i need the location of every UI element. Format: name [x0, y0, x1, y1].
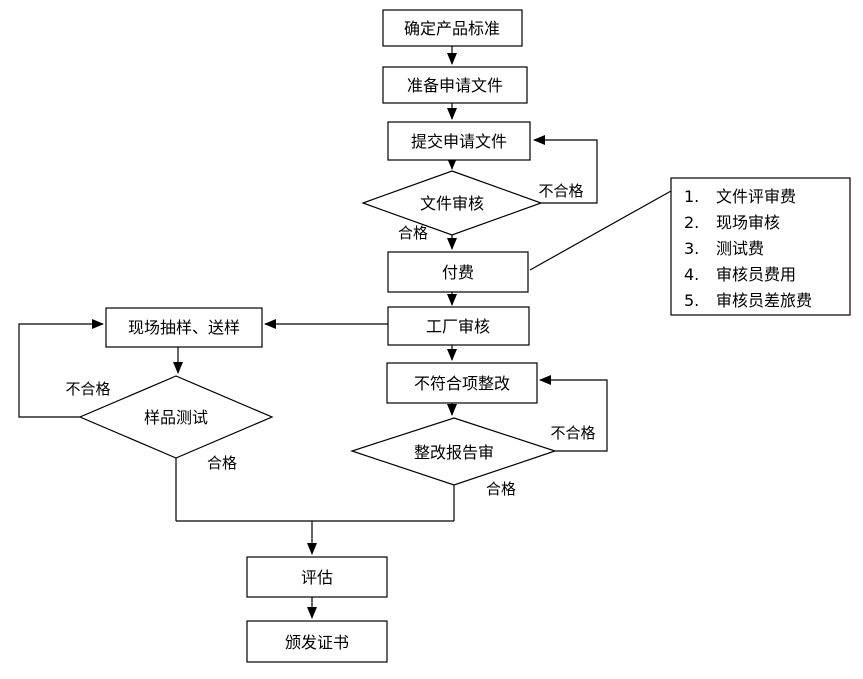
decision-rectification-report-review-diamond	[350, 417, 557, 486]
node-payment-box	[387, 251, 529, 293]
fee-item-5: 5. 审核员差旅费	[684, 291, 812, 310]
decision-sample-testing-diamond	[78, 375, 274, 459]
fee-list-box-border	[670, 177, 851, 316]
fee-list-box: 1. 文件评审费 2. 现场审核 3. 测试费 4. 审核员费用 5. 审核员差…	[670, 177, 851, 316]
node-determine-product-standard-label: 确定产品标准	[404, 19, 500, 38]
node-submit-application-documents-label: 提交申请文件	[411, 132, 507, 151]
decision-sample-testing: 样品测试	[78, 375, 274, 459]
fee-item-4: 4. 审核员费用	[684, 265, 796, 284]
fee-item-1-label: 文件评审费	[716, 187, 796, 206]
fee-item-3-label: 测试费	[716, 239, 764, 258]
decision-document-review: 文件审核	[361, 170, 543, 236]
fee-item-2: 2. 现场审核	[684, 213, 780, 232]
edge-testing-fail-loop	[18, 319, 104, 418]
node-issue-certificate-box	[246, 620, 388, 663]
label-sample-testing-fail: 不合格	[65, 380, 110, 398]
label-rectification-review-pass: 合格	[486, 480, 516, 498]
node-submit-application-documents-box	[387, 121, 531, 161]
node-payment-label: 付费	[442, 263, 474, 282]
node-issue-certificate: 颁发证书	[246, 620, 388, 663]
fee-item-2-number: 2.	[684, 213, 699, 232]
node-factory-audit-box	[387, 306, 530, 346]
node-evaluation: 评估	[246, 556, 388, 598]
fee-item-5-number: 5.	[684, 291, 699, 310]
node-onsite-sampling-delivery-label: 现场抽样、送样	[128, 318, 240, 337]
decision-document-review-diamond	[361, 170, 543, 236]
node-nonconformity-rectification: 不符合项整改	[386, 362, 538, 404]
node-submit-application-documents: 提交申请文件	[387, 121, 531, 161]
fee-item-3: 3. 测试费	[684, 239, 764, 258]
node-onsite-sampling-delivery: 现场抽样、送样	[105, 307, 263, 348]
fee-item-4-label: 审核员费用	[716, 265, 796, 284]
fee-item-1-number: 1.	[684, 187, 699, 206]
decision-rectification-report-review: 整改报告审	[350, 417, 557, 486]
edge-payment-fee-annotation	[529, 190, 672, 271]
edge-report-review-fail-loop	[539, 375, 608, 452]
edge-review-fail-loop	[533, 135, 598, 204]
node-nonconformity-rectification-label: 不符合项整改	[414, 374, 510, 393]
node-payment: 付费	[387, 251, 529, 293]
decision-document-review-label: 文件审核	[420, 194, 484, 213]
label-sample-testing-pass: 合格	[207, 454, 237, 472]
fee-item-2-label: 现场审核	[716, 213, 780, 232]
node-evaluation-label: 评估	[301, 568, 333, 587]
label-document-review-fail: 不合格	[538, 182, 583, 200]
node-nonconformity-rectification-box	[386, 362, 538, 404]
label-rectification-review-fail: 不合格	[550, 424, 595, 442]
fee-item-5-label: 审核员差旅费	[716, 291, 812, 310]
fee-item-1: 1. 文件评审费	[684, 187, 796, 206]
node-prepare-application-documents: 准备申请文件	[382, 66, 528, 104]
node-factory-audit-label: 工厂审核	[426, 317, 490, 336]
node-determine-product-standard-box	[382, 9, 523, 47]
fee-item-4-number: 4.	[684, 265, 699, 284]
node-issue-certificate-label: 颁发证书	[285, 633, 349, 652]
node-onsite-sampling-delivery-box	[105, 307, 263, 348]
fee-item-3-number: 3.	[684, 239, 699, 258]
node-evaluation-box	[246, 556, 388, 598]
node-determine-product-standard: 确定产品标准	[382, 9, 523, 47]
decision-rectification-report-review-label: 整改报告审	[414, 443, 494, 462]
node-prepare-application-documents-label: 准备申请文件	[407, 76, 503, 95]
decision-sample-testing-label: 样品测试	[144, 408, 208, 427]
label-document-review-pass: 合格	[398, 224, 428, 242]
node-prepare-application-documents-box	[382, 66, 528, 104]
node-factory-audit: 工厂审核	[387, 306, 530, 346]
